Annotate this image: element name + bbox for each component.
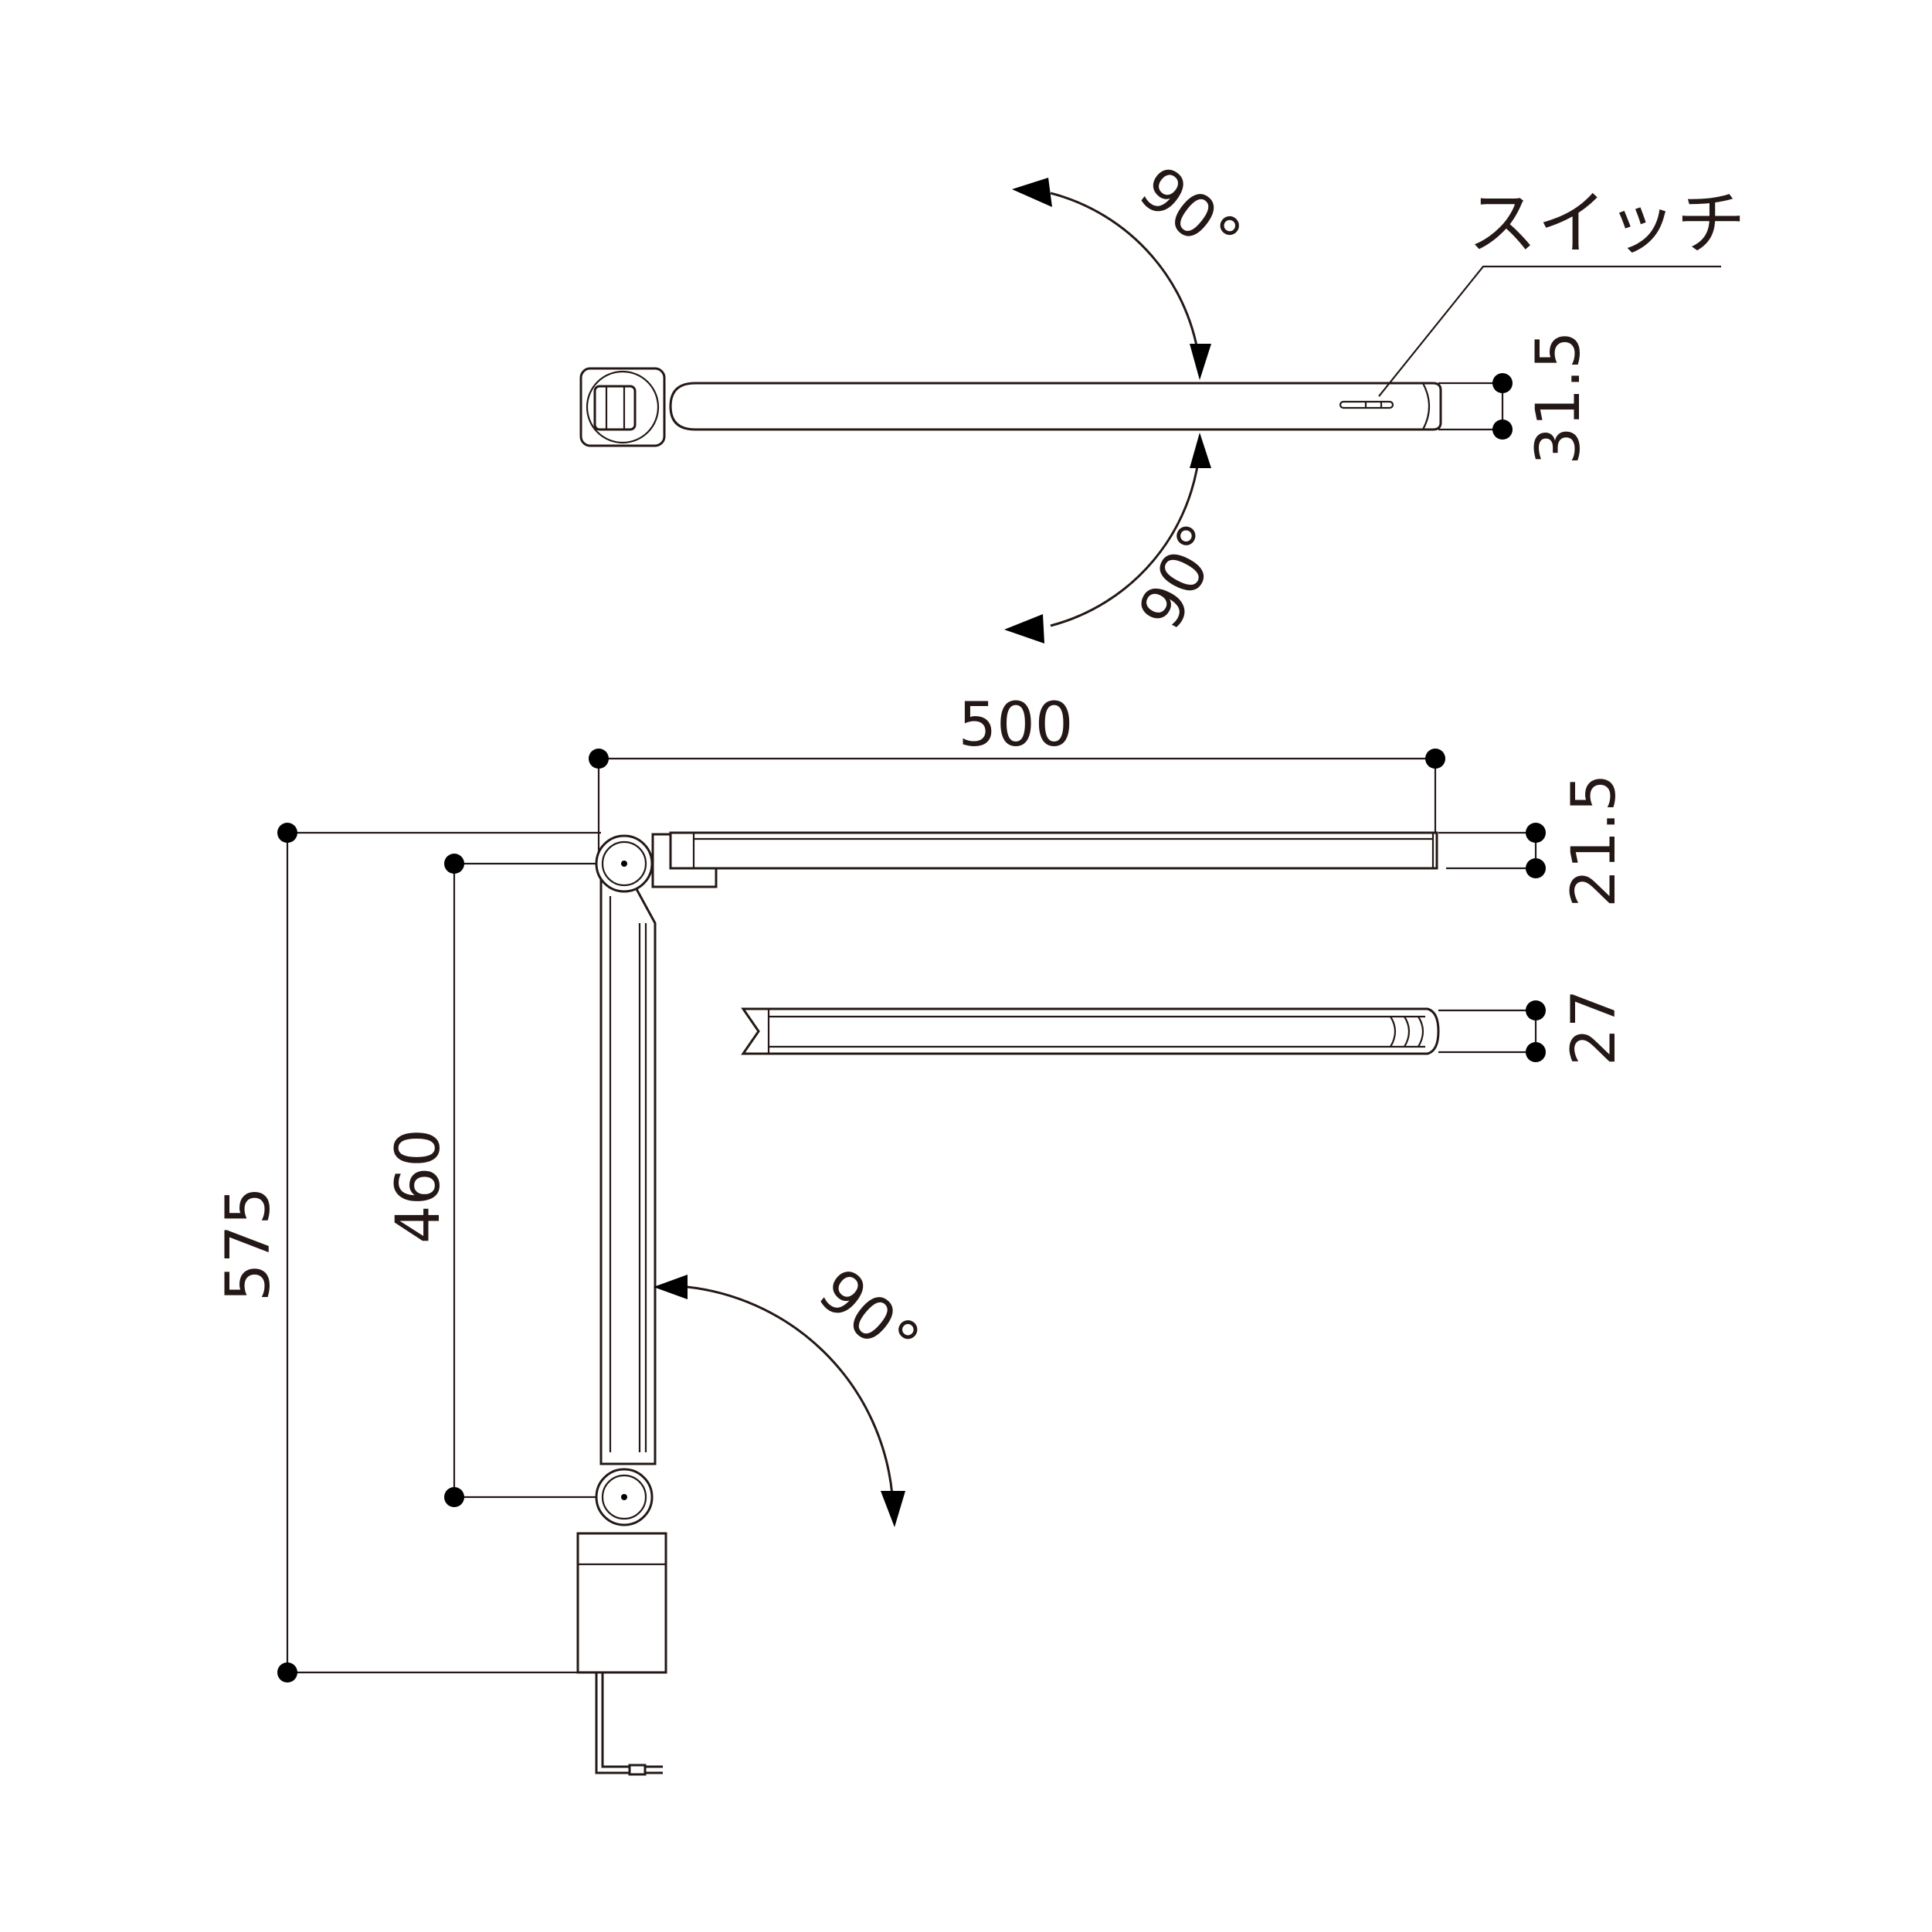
dim-dot (444, 1487, 464, 1507)
dim-head-width-label: 31.5 (1524, 331, 1594, 465)
arrowhead (1190, 433, 1211, 468)
dim-dot (1526, 1000, 1546, 1020)
side-rotation-arc (679, 1285, 894, 1496)
dim-dot (277, 1662, 297, 1682)
dim-dot (1492, 419, 1513, 440)
arrowhead (1004, 614, 1044, 643)
arrowhead (654, 1275, 688, 1299)
dim-dot (1526, 1042, 1546, 1062)
dim-dot (589, 749, 609, 769)
rotated-head (741, 1007, 1440, 1055)
dim-head-thickness-label: 21.5 (1560, 773, 1629, 908)
top-rotation-arc-lower (1050, 447, 1201, 627)
base-clamp-bracket (595, 1672, 663, 1774)
dim-dot (444, 854, 464, 874)
dim-head-thickness-rotated-label: 27 (1560, 990, 1629, 1066)
base-clamp-body (576, 1532, 667, 1674)
side-view: 500 21.5 27 (214, 691, 1629, 1776)
switch-leader-line (1378, 265, 1721, 397)
rotated-head-curve (1390, 1016, 1397, 1047)
rotated-head-curve (1418, 1016, 1424, 1047)
dim-dot (1526, 823, 1546, 843)
top-view-arm-end (1422, 382, 1431, 430)
dim-dot (1492, 373, 1513, 393)
top-view: スイッチ 90° 90° 31.5 (579, 154, 1746, 643)
base-clamp-bracket-inner (601, 1672, 663, 1768)
dim-total-height-label: 575 (214, 1187, 284, 1302)
top-angle-upper-label: 90° (1126, 154, 1253, 274)
dim-dot (1425, 749, 1445, 769)
rotated-head-curve (1404, 1016, 1411, 1047)
top-view-base-round (586, 370, 660, 444)
dim-arm-length-label: 500 (959, 691, 1074, 760)
vertical-arm (599, 879, 657, 1465)
upper-joint-inner (601, 840, 647, 887)
lower-joint-pin (621, 1494, 627, 1500)
arrowhead (1190, 344, 1211, 380)
top-view-base-plate (579, 367, 666, 447)
top-view-hinge (593, 385, 637, 431)
top-angle-lower-label: 90° (1126, 514, 1237, 640)
base-clamp-foot (628, 1764, 647, 1776)
top-view-arm (669, 382, 1442, 431)
switch-label: スイッチ (1468, 183, 1746, 264)
arrowhead (881, 1491, 905, 1527)
upper-joint-pin (621, 861, 627, 867)
dim-dot (1526, 858, 1546, 878)
lower-joint-inner (601, 1474, 647, 1520)
arrowhead (1012, 178, 1052, 207)
dim-lower-arm-label: 460 (384, 1129, 453, 1244)
top-rotation-arc-upper (1050, 192, 1201, 365)
dim-dot (277, 823, 297, 843)
side-angle-label: 90° (806, 1256, 932, 1378)
